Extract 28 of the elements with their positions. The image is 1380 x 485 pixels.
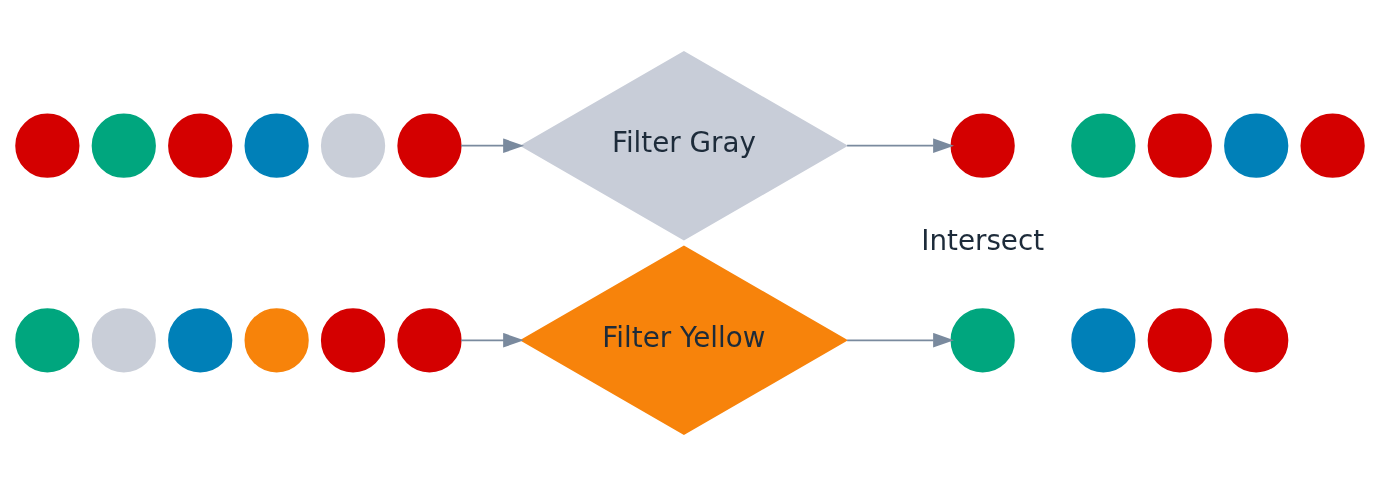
node-circle	[950, 307, 1015, 372]
arrow	[846, 137, 954, 153]
arrow	[460, 332, 524, 348]
node-circle	[320, 307, 386, 372]
node-circle	[1224, 307, 1289, 372]
node-circle	[1300, 113, 1365, 178]
node-circle	[168, 307, 233, 372]
node-circle	[1147, 113, 1212, 178]
node-circle	[168, 113, 233, 178]
node-circle	[320, 113, 386, 178]
node-circle	[1071, 113, 1136, 178]
node-circle	[244, 113, 309, 178]
node-circle	[1224, 113, 1289, 178]
node-circle	[1147, 307, 1212, 372]
arrow	[846, 332, 954, 348]
arrow	[460, 137, 524, 153]
node-circle	[244, 307, 309, 372]
node-circle	[91, 113, 156, 178]
node-diamond: Filter Gray	[519, 50, 849, 241]
node-circle	[15, 307, 80, 372]
node-circle	[397, 113, 462, 178]
node-circle	[91, 307, 156, 372]
label: Intersect	[921, 223, 1045, 257]
node-circle	[1071, 307, 1136, 372]
node-circle	[950, 113, 1015, 178]
node-diamond: Filter Yellow	[519, 244, 849, 435]
node-circle	[397, 307, 462, 372]
node-circle	[15, 113, 80, 178]
